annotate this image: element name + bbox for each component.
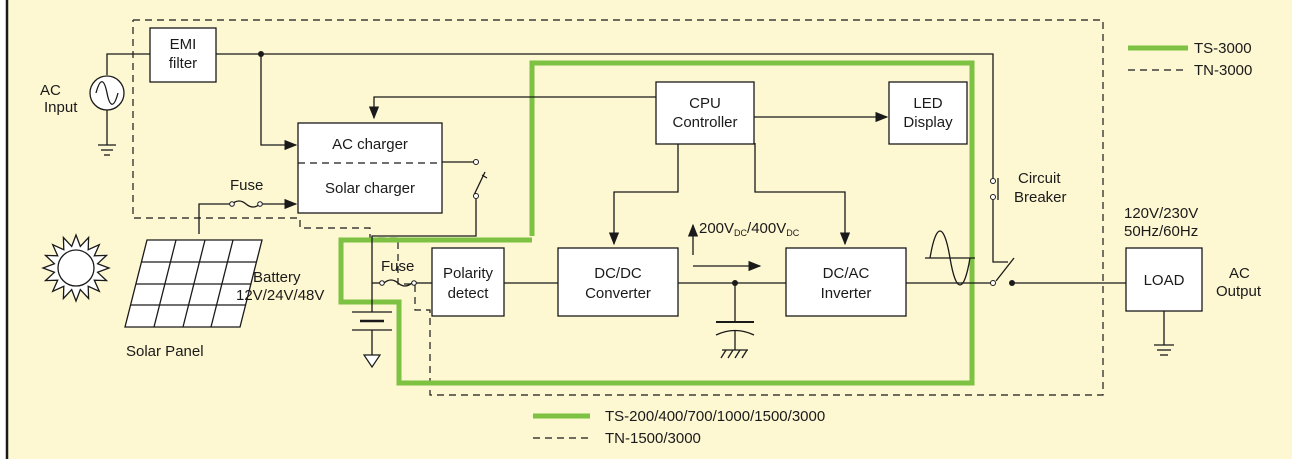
ac-output-label-2: Output [1216, 283, 1262, 300]
voltage-out-label: 120V/230V [1124, 205, 1198, 222]
ground-hatch [741, 349, 748, 359]
legend-top-ts-label: TS-3000 [1194, 40, 1252, 57]
solar-panel-label: Solar Panel [126, 343, 204, 360]
battery-label-2: 12V/24V/48V [236, 287, 324, 304]
fuse-pin [411, 280, 417, 286]
switch-pin [473, 159, 479, 165]
wire-ac-emi [106, 53, 150, 75]
battery-label: Battery [253, 269, 301, 286]
fuse-pin [379, 280, 385, 286]
wire-main-bus [216, 53, 994, 178]
capacitor-plate [715, 329, 755, 336]
wire-cpu-to-dcdc [608, 143, 679, 246]
ground-icon [362, 354, 382, 369]
polarity-label-2: detect [448, 285, 490, 302]
emi-label-2: filter [169, 55, 197, 72]
ac-output-label: AC [1229, 265, 1250, 282]
vdc-a-sub: DC [734, 228, 747, 238]
wire-cpu-to-dcac [754, 143, 851, 246]
emi-label: EMI [170, 36, 197, 53]
switch-tick [481, 174, 488, 179]
charger-block [297, 122, 443, 214]
solar-panel-icon [124, 239, 263, 328]
wire-cpu-to-charger [368, 96, 656, 120]
breaker-pin [990, 178, 996, 184]
polarity-detect-block [431, 247, 505, 317]
sun-core [57, 249, 95, 287]
solar-charger-label: Solar charger [325, 180, 415, 197]
dcac-label-2: Inverter [821, 285, 872, 302]
dcdc-converter-block [557, 247, 679, 317]
circuit-breaker-label: Circuit [1018, 170, 1061, 187]
cpu-label: CPU [689, 95, 721, 112]
cpu-controller-block [655, 81, 755, 145]
voltage-out-label-2: 50Hz/60Hz [1124, 223, 1198, 240]
wire-to-ac-charger [260, 54, 298, 151]
fuse-battery-label: Fuse [381, 258, 414, 275]
led-label-2: Display [903, 114, 953, 131]
ac-charger-label: AC charger [332, 136, 408, 153]
ground-hatch [727, 349, 734, 359]
transfer-switch-icon [995, 257, 1015, 282]
led-label: LED [913, 95, 942, 112]
load-label: LOAD [1144, 272, 1185, 289]
wire-switch-battery [371, 199, 477, 283]
fuse-battery-icon [383, 279, 413, 287]
fuse-pin [229, 201, 235, 207]
fuse-pin [257, 201, 263, 207]
polarity-label: Polarity [443, 265, 494, 282]
vdc-sep: /400V [747, 220, 786, 237]
legend-top-tn-label: TN-3000 [1194, 62, 1252, 79]
emi-filter-block [149, 27, 217, 83]
ground-hatch [720, 349, 727, 359]
dcac-inverter-block [785, 247, 907, 317]
circuit-breaker-label-2: Breaker [1014, 189, 1067, 206]
dcdc-label-2: Converter [585, 285, 651, 302]
led-display-block [888, 81, 968, 145]
sine-source-wave [95, 81, 119, 105]
fuse-top-label: Fuse [230, 177, 263, 194]
switch-pin [990, 280, 996, 286]
ts-series-outline [338, 60, 975, 386]
load-block [1125, 247, 1203, 312]
breaker-pin [990, 194, 996, 200]
wire-breaker-down [992, 200, 1008, 263]
dcac-label: DC/AC [823, 265, 870, 282]
tn3000-outline [132, 19, 1104, 396]
dcdc-label: DC/DC [594, 265, 642, 282]
wire-panel-fuse [198, 203, 232, 234]
ac-input-label-2: Input [44, 99, 78, 116]
legend-bottom-ts-label: TS-200/400/700/1000/1500/3000 [605, 408, 825, 425]
vdc-label: 200VDC/400VDC [699, 220, 800, 238]
cpu-label-2: Controller [672, 114, 737, 131]
sun-icon [41, 233, 111, 303]
ground-hatch [734, 349, 741, 359]
legend-bottom-tn-label: TN-1500/3000 [605, 430, 701, 447]
ac-input-label: AC [40, 82, 61, 99]
switch-pin [473, 193, 479, 199]
fuse-top-icon [231, 200, 261, 208]
vdc-a: 200V [699, 220, 734, 237]
vdc-b-sub: DC [786, 228, 799, 238]
